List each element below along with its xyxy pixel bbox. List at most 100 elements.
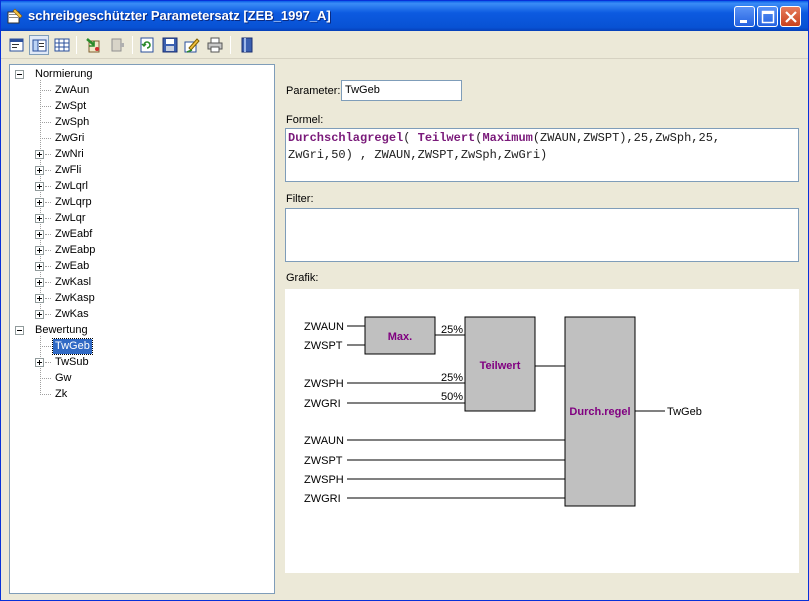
expand-icon[interactable] [35,294,44,303]
tree-connector [40,106,51,107]
tree-connector [40,90,51,91]
export-button[interactable] [107,35,127,55]
collapse-icon[interactable] [15,70,24,79]
grafik-panel: Max. Teilwert Durch.regel ZWAUN ZWSPT ZW… [285,289,799,573]
tree-item-label: ZwLqrl [55,180,89,192]
tree-connector [45,170,51,171]
tree-item-label: ZwEabf [55,228,93,240]
input-label: ZWGRI [304,493,341,505]
formel-line-2: ZwGri,50) , ZWAUN,ZWSPT,ZwSph,ZwGri) [288,147,796,164]
tree-item-label: ZwSph [55,116,90,128]
tree-connector [40,394,51,395]
formula-text: (ZWAUN,ZWSPT),25,ZwSph,25, [532,131,721,145]
tree-item-label: TwSub [55,356,89,368]
edit-button[interactable] [182,35,202,55]
expand-icon[interactable] [35,278,44,287]
tree-connector [45,282,51,283]
tree-connector [45,362,51,363]
teilwert-block [464,316,536,412]
formula-text: ( [475,131,483,145]
book-button[interactable] [237,35,257,55]
formula-function: Teilwert [417,131,476,145]
expand-icon[interactable] [35,230,44,239]
tree-connector [45,186,51,187]
tree-item-label: Zk [55,388,68,400]
window-title: schreibgeschützter Parametersatz [ZEB_19… [28,8,331,23]
grid-button[interactable] [52,35,72,55]
refresh-button[interactable] [137,35,157,55]
tree-item-label: ZwNri [55,148,84,160]
input-label: ZWSPH [304,474,344,486]
grid-icon [54,38,70,52]
tree-item-label: ZwEab [55,260,90,272]
tree-item-label: TwGeb [52,338,93,355]
formula-function: Durchschlagregel [288,131,404,145]
block-diagram: Max. Teilwert Durch.regel ZWAUN ZWSPT ZW… [304,316,702,507]
max-block-label: Max. [388,331,412,343]
toolbar-separator [76,36,77,54]
minimize-button[interactable] [734,6,755,27]
grafik-label: Grafik: [286,272,319,284]
tree-connector [40,138,51,139]
formula-text: ( [403,131,418,145]
tree-connector [45,266,51,267]
collapse-icon[interactable] [15,326,24,335]
edit-icon [184,38,200,53]
save-button[interactable] [160,35,180,55]
maximize-icon [761,10,775,24]
tree-connector [45,218,51,219]
formula-text: ZwGri,50) , ZWAUN,ZWSPT,ZwSph,ZwGri) [288,148,548,162]
expand-icon[interactable] [35,358,44,367]
tree-item-label: Gw [55,372,72,384]
expand-icon[interactable] [35,150,44,159]
expand-icon[interactable] [35,198,44,207]
book-icon [241,37,253,53]
expand-icon[interactable] [35,310,44,319]
expand-icon[interactable] [35,166,44,175]
import-button[interactable] [83,35,103,55]
properties-button[interactable] [7,35,27,55]
expand-icon[interactable] [35,262,44,271]
tree-item-label: ZwKas [55,308,89,320]
diagram-wires [347,325,665,499]
export-icon [111,38,124,52]
tree-item-label: ZwEabp [55,244,96,256]
tree-connector [45,250,51,251]
tree-connector [40,378,51,379]
tree-item-label: ZwAun [55,84,90,96]
parameter-field[interactable]: TwGeb [341,80,462,101]
formel-field[interactable]: Durchschlagregel( Teilwert(Maximum(ZWAUN… [285,128,799,182]
formel-label: Formel: [286,114,324,126]
weight-label: 25% [441,372,463,384]
teilwert-block-label: Teilwert [480,360,521,372]
refresh-icon [140,37,154,53]
title-bar[interactable]: schreibgeschützter Parametersatz [ZEB_19… [1,1,808,31]
tree-connector [45,314,51,315]
expand-icon[interactable] [35,214,44,223]
maximize-button[interactable] [757,6,778,27]
tree-item-label: ZwKasl [55,276,92,288]
max-block [364,316,436,355]
filter-field[interactable] [285,208,799,262]
minimize-icon [740,20,747,23]
weight-label: 50% [441,391,463,403]
close-icon [785,11,797,23]
tree-connector [45,154,51,155]
toolbar-separator [132,36,133,54]
expand-icon[interactable] [35,182,44,191]
properties-icon [9,38,24,52]
app-icon [7,8,23,24]
expand-icon[interactable] [35,246,44,255]
view-button[interactable] [29,35,49,55]
tree-item-label: ZwFli [55,164,82,176]
import-icon [86,38,100,53]
print-icon [207,37,223,53]
close-button[interactable] [780,6,801,27]
save-icon [162,37,178,53]
tree-item-label: ZwSpt [55,100,87,112]
print-button[interactable] [205,35,225,55]
durchregel-block [564,316,636,507]
view-icon [32,39,47,52]
tree-item-label: ZwLqr [55,212,86,224]
